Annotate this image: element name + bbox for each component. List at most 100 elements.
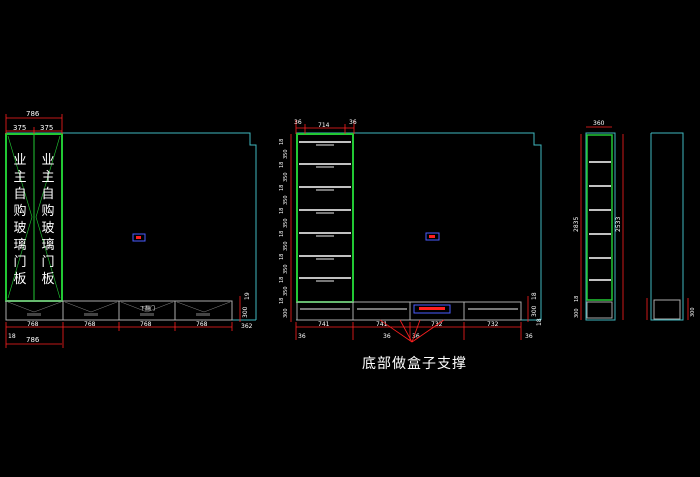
- dim-top-total: 786: [26, 110, 40, 118]
- bottom-support-caption: 底部做盒子支撑: [362, 356, 467, 372]
- dim-side: 350: [283, 264, 289, 274]
- shelf-mark: [316, 258, 334, 260]
- dim-bottom-small-4: 36: [525, 333, 533, 340]
- drawer-label-mark: [300, 308, 350, 310]
- drawer-handle-tag: [27, 313, 41, 316]
- leader-line: [379, 319, 413, 343]
- dim-far-right: 300: [690, 307, 696, 317]
- shelf-mark: [316, 166, 334, 168]
- dim-top-split-2: 375: [40, 124, 53, 132]
- dim-side: 350: [283, 172, 289, 182]
- drawer-handle-tag: [196, 313, 210, 316]
- dim-bottom-total: 786: [26, 336, 40, 344]
- dim-side-top: 360: [593, 120, 605, 127]
- dim-top-3: 36: [349, 119, 357, 126]
- dim-bottom-1: 768: [27, 321, 39, 328]
- dim-side: 350: [283, 241, 289, 251]
- middle-elevation-outline: [296, 132, 542, 320]
- dim-side: 18: [279, 208, 285, 214]
- dim-side: 18: [279, 231, 285, 237]
- dim-bottom-small-1: 36: [298, 333, 306, 340]
- drawer-highlight: [413, 304, 451, 314]
- shelf-marks: [316, 144, 334, 282]
- drawer-highlight-mark: [419, 307, 445, 310]
- side-section: 360 2835 2533 18 300: [573, 120, 624, 321]
- drawer-handle-tag: [84, 313, 98, 316]
- dim-side: 18: [279, 185, 285, 191]
- shelf-mark: [316, 235, 334, 237]
- dim-right-3: 362: [241, 323, 253, 330]
- drawer-label-mark: [468, 308, 518, 310]
- dim-top-split-1: 375: [13, 124, 26, 132]
- dim-side-right: 2533: [615, 217, 622, 232]
- middle-drawer-row: [296, 301, 522, 321]
- left-center-tag: [132, 233, 146, 242]
- dim-side: 350: [283, 195, 289, 205]
- dim-side-bottom-1: 18: [574, 296, 580, 302]
- drawer-flap-mark: [64, 301, 118, 313]
- dim-bottom-4: 768: [196, 321, 208, 328]
- dim-right-2: 300: [531, 305, 538, 317]
- leader-line: [399, 319, 413, 343]
- dim-bottom-4: 732: [487, 321, 499, 328]
- drawer-flap-mark: [120, 301, 174, 313]
- dim-right-1: 18: [531, 292, 538, 300]
- side-outline: [585, 132, 616, 321]
- dim-bottom-small-3: 36: [412, 333, 420, 340]
- shelf-column: [296, 133, 354, 303]
- dim-top-1: 36: [294, 119, 302, 126]
- dim-right-1: 19: [244, 292, 251, 300]
- shelf-mark: [316, 144, 334, 146]
- far-right-section: 300: [646, 132, 696, 321]
- dim-bottom-2: 768: [84, 321, 96, 328]
- dim-side: 18: [279, 277, 285, 283]
- dim-bottom-small-2: 36: [383, 333, 391, 340]
- left-side-dims: 18 350 18 350 18 350 18 350 18 350 18 35…: [279, 139, 289, 318]
- far-right-outline: [650, 132, 684, 321]
- dim-side: 18: [279, 139, 285, 145]
- side-shelves: [589, 161, 611, 281]
- shelf-mark: [316, 280, 334, 282]
- dim-side: 300: [283, 308, 289, 318]
- dim-side-bottom-2: 300: [574, 308, 580, 318]
- dim-bottom-2: 741: [376, 321, 388, 328]
- door-swing-right: [35, 135, 61, 299]
- leader-line: [411, 319, 445, 343]
- shelf-mark: [316, 212, 334, 214]
- caption-leaders: [379, 319, 445, 343]
- drawer-flap-mark: [176, 301, 231, 313]
- dim-right-2: 300: [242, 306, 249, 318]
- drawer-label-mark: [357, 308, 407, 310]
- dim-right-3: 18: [536, 318, 543, 326]
- left-elevation-outline: [6, 132, 257, 320]
- glass-door-note-left: 业主自购玻璃门板: [13, 153, 27, 287]
- leader-line: [411, 319, 421, 343]
- drawer-tag: 下翻门: [140, 305, 155, 312]
- far-right-base: [653, 299, 681, 320]
- dim-side: 350: [283, 218, 289, 228]
- door-swing-left: [7, 135, 33, 299]
- dim-side: 18: [279, 162, 285, 168]
- shelf-mark: [316, 189, 334, 191]
- dim-side: 18: [279, 298, 285, 304]
- middle-center-tag-mark: [429, 235, 435, 238]
- dim-side: 350: [283, 149, 289, 159]
- drawer-handle-tag: [140, 313, 154, 316]
- dim-bottom-small: 18: [8, 333, 16, 340]
- dim-top-2: 714: [318, 122, 330, 129]
- drawer-flap-mark: [7, 301, 62, 313]
- left-elevation: 下翻门 786 375 375 768 768 768 768 18 786: [5, 110, 257, 348]
- side-cabinet: [586, 134, 613, 301]
- dim-bottom-1: 741: [318, 321, 330, 328]
- dim-bottom-3: 768: [140, 321, 152, 328]
- dim-side-left: 2835: [573, 217, 580, 232]
- dim-side: 350: [283, 286, 289, 296]
- glass-door-note-right: 业主自购玻璃门板: [41, 153, 55, 287]
- middle-center-tag: [425, 232, 440, 241]
- shelf-set: [299, 141, 351, 279]
- dim-side: 18: [279, 254, 285, 260]
- middle-elevation: 36 714 36 18 350 18 350 18 350 18 350 18…: [279, 119, 543, 343]
- left-center-tag-mark: [136, 236, 141, 239]
- side-base: [586, 301, 613, 319]
